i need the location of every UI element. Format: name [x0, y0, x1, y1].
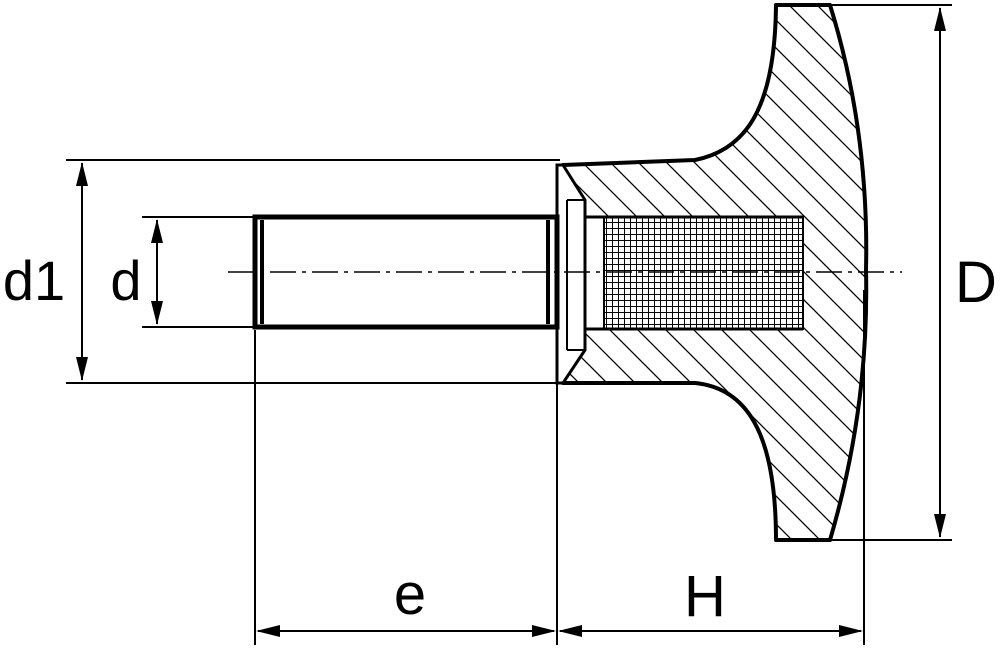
dimension-H: H: [558, 564, 863, 637]
label-e: e: [394, 562, 426, 627]
collar: [555, 163, 587, 385]
label-d: d: [110, 249, 141, 312]
label-D: D: [955, 250, 997, 315]
label-d1: d1: [3, 249, 65, 312]
dimension-d1: d1: [3, 162, 88, 381]
extension-lines: [66, 4, 952, 645]
threaded-insert: [584, 215, 804, 331]
dimension-D: D: [934, 7, 997, 538]
dimension-e: e: [256, 562, 556, 637]
dimension-d: d: [110, 219, 163, 325]
label-H: H: [684, 564, 726, 629]
